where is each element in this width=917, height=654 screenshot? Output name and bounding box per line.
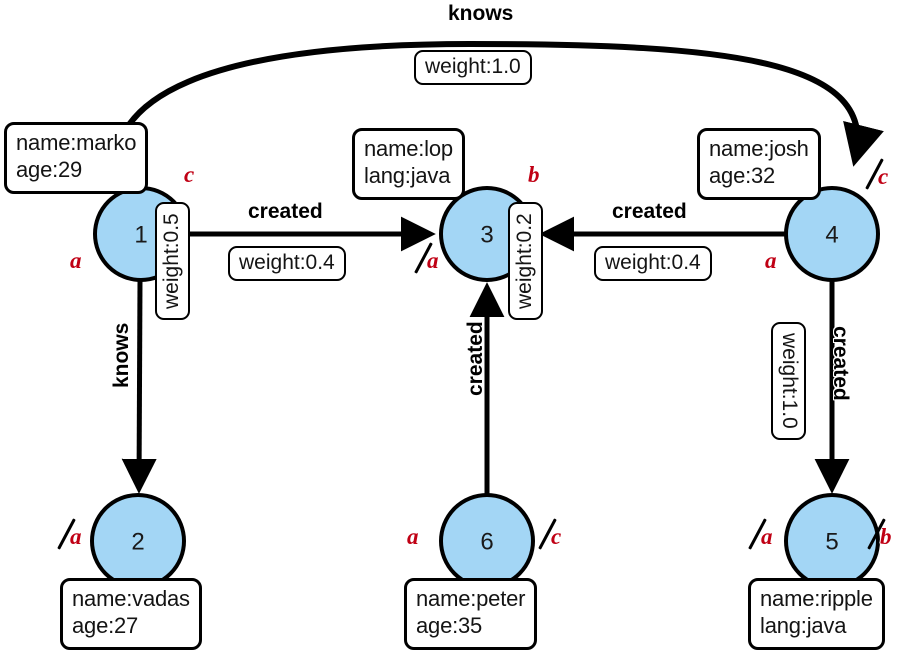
edge-label-knows-1-2: knows [110,322,133,388]
node-4-circle[interactable] [784,186,880,282]
edge-label-created-4-3: created [612,200,687,223]
marker-text: c [878,164,889,189]
node-1-label: 1 [134,221,147,248]
node-6-properties: name:peter age:35 [404,578,538,650]
node-1-properties: name:marko age:29 [4,122,149,194]
edge-weight-created-4-3: weight:0.4 [594,246,712,282]
marker-text: a [70,524,82,549]
edge-weight-knows-1-4: weight:1.0 [414,50,532,86]
node-3-properties: name:lop lang:java [352,128,465,200]
node-4-label: 4 [825,221,838,248]
marker-node-5-b-struck: b [867,518,892,550]
edge-weight-created-6-3: weight:0.2 [508,202,544,320]
node-5-label: 5 [825,528,838,555]
node-3-label: 3 [480,221,493,248]
property-line: lang:java [760,612,847,638]
edge-knows-1-4 [112,40,884,191]
marker-node-3-a-struck: a [414,242,439,274]
node-2-properties: name:vadas age:27 [60,578,202,650]
marker-text: c [551,524,562,549]
property-line: name:lop [364,136,453,161]
node-6[interactable]: 6 [439,493,535,589]
marker-node-2-a-struck: a [57,518,82,550]
property-line: lang:java [364,162,451,188]
node-4-properties: name:josh age:32 [697,128,821,200]
marker-node-4-c-struck: c [865,158,889,190]
edge-label-created-1-3: created [248,200,323,223]
edge-label-knows-1-4: knows [448,2,514,25]
property-line: age:35 [416,612,483,638]
marker-node-5-a-struck: a [748,518,773,550]
property-line: age:27 [72,612,139,638]
marker-node-6-c-struck: c [538,518,562,550]
edge-weight-knows-1-2: weight:0.5 [155,202,191,320]
marker-text: a [761,524,773,549]
node-2-label: 2 [131,528,144,555]
property-line: name:josh [709,136,809,161]
node-6-label: 6 [480,528,493,555]
marker-node-3-b: b [528,162,540,187]
property-line: age:29 [16,156,83,182]
node-5-properties: name:ripple lang:java [748,578,885,650]
marker-node-1-c: c [184,162,195,187]
edge-weight-created-4-5: weight:1.0 [770,322,806,440]
edge-knows-1-2 [121,280,157,494]
marker-text: b [880,524,892,549]
marker-node-1-a: a [70,248,82,273]
property-line: name:ripple [760,586,873,611]
edge-label-created-6-3: created [464,321,487,396]
node-5[interactable]: 5 [784,493,880,589]
node-2[interactable]: 2 [90,493,186,589]
property-line: age:32 [709,162,776,188]
property-line: name:marko [16,130,137,155]
edge-label-created-4-5: created [829,326,852,401]
marker-node-6-a: a [407,524,419,549]
property-line: name:vadas [72,586,190,611]
edge-weight-created-1-3: weight:0.4 [228,246,346,282]
marker-text: a [427,248,439,273]
node-4[interactable]: 4 [784,186,880,282]
marker-node-4-a: a [765,248,777,273]
property-line: name:peter [416,586,526,611]
